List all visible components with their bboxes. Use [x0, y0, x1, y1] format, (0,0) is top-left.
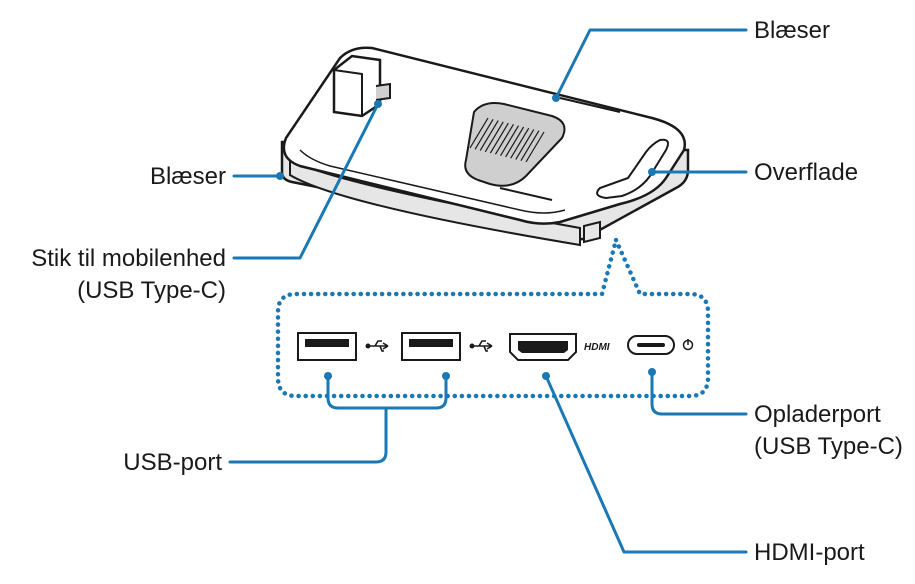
fan-grill-bar — [484, 121, 504, 153]
label-charger-port-1: Opladerport — [754, 401, 881, 428]
surface-groove — [596, 138, 669, 200]
leader-hdmi-port — [544, 374, 748, 554]
fan-grill-bar — [469, 117, 489, 149]
usb-a-port-2-tongue — [409, 339, 453, 347]
label-mobile-connector-2: (USB Type-C) — [77, 277, 226, 304]
label-hdmi-port: HDMI-port — [754, 539, 865, 566]
leader-dot-surface — [648, 168, 656, 176]
leader-charger-port — [650, 370, 748, 416]
usb-icon — [469, 340, 493, 352]
label-surface: Overflade — [754, 159, 858, 186]
label-usb-port: USB-port — [123, 449, 222, 476]
fan-grill-bar — [510, 127, 530, 159]
fan-grill-bar — [505, 126, 525, 158]
leader-dot-hdmi — [542, 372, 550, 380]
fan-grill-bar — [489, 122, 509, 154]
fan-grill-bar — [520, 130, 540, 162]
mobile-connector-plug — [375, 82, 391, 101]
leader-lines — [228, 28, 748, 554]
fan-bottom-stripe — [499, 187, 553, 201]
leader-usb-port — [228, 374, 448, 464]
fan-grill-bar — [500, 125, 520, 156]
leader-dot-charger — [648, 368, 656, 376]
leader-dot-mobile-connector — [374, 100, 382, 108]
leader-dot-usb-2 — [442, 372, 450, 380]
fan-grill-bar — [525, 131, 545, 163]
usb-c-charger-port-tongue — [637, 343, 665, 347]
port-panel: HDMI — [275, 237, 711, 399]
usb-a-port-1-tongue — [305, 339, 349, 347]
device-edge-line — [299, 149, 566, 214]
fan-grill-bar — [494, 124, 514, 155]
leader-dot-fan-top — [552, 94, 560, 102]
fan-grill-bar — [515, 129, 535, 160]
label-fan-side: Blæser — [150, 163, 226, 190]
label-charger-port-2: (USB Type-C) — [754, 433, 903, 460]
device-illustration — [280, 46, 690, 247]
hdmi-logo: HDMI — [584, 342, 610, 353]
mobile-connector-face — [333, 69, 363, 116]
callout-labels: Blæser Blæser Overflade Stik til mobilen… — [31, 17, 903, 566]
fan-grill-bar — [474, 118, 494, 150]
fan-grill-bar — [479, 120, 499, 151]
mobile-connector-block — [332, 54, 382, 118]
usb-icon — [365, 340, 389, 352]
leader-dot-fan-side — [276, 172, 284, 180]
power-icon — [682, 339, 694, 351]
leader-fan-top — [554, 28, 748, 100]
leader-mobile-connector — [232, 102, 380, 260]
leader-dot-usb-1 — [324, 372, 332, 380]
port-panel-dotted-border — [275, 237, 711, 399]
label-fan-top: Blæser — [754, 17, 830, 44]
fan-top-stripe — [559, 97, 621, 113]
fan-vent-grill — [469, 117, 545, 163]
device-port-opening — [583, 220, 601, 244]
hdmi-port-tongue — [518, 341, 568, 353]
label-mobile-connector-1: Stik til mobilenhed — [31, 245, 226, 272]
